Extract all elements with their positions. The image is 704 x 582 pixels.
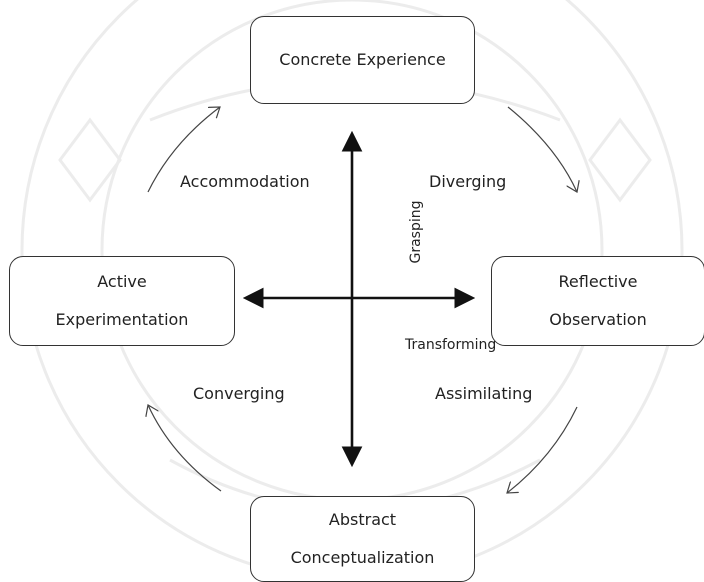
arc-arrow-bottom-left: [148, 405, 222, 492]
grasping-axis-label: Grasping: [408, 200, 424, 264]
abstract-conceptualization-label-line2: Conceptualization: [290, 548, 435, 567]
accommodation-label: Accommodation: [180, 172, 310, 191]
transforming-axis-label: Transforming: [405, 337, 497, 353]
reflective-observation-label-line2: Observation: [549, 310, 647, 329]
abstract-conceptualization-label-line1: Abstract: [328, 510, 397, 529]
abstract-conceptualization-box: Abstract Conceptualization: [250, 496, 475, 582]
reflective-observation-label-line1: Reflective: [558, 272, 638, 291]
active-experimentation-box: Active Experimentation: [9, 256, 235, 346]
assimilating-label: Assimilating: [435, 384, 533, 403]
active-experimentation-label-line2: Experimentation: [55, 310, 189, 329]
active-experimentation-label-line1: Active: [97, 272, 147, 291]
reflective-observation-box: Reflective Observation: [491, 256, 704, 346]
converging-label: Converging: [193, 384, 285, 403]
concrete-experience-label: Concrete Experience: [279, 50, 446, 69]
diverging-label: Diverging: [429, 172, 507, 191]
concrete-experience-box: Concrete Experience: [250, 16, 475, 104]
arc-arrow-top-right: [507, 106, 577, 192]
arc-arrow-bottom-right: [507, 406, 578, 493]
arc-arrow-top-left: [147, 107, 220, 193]
